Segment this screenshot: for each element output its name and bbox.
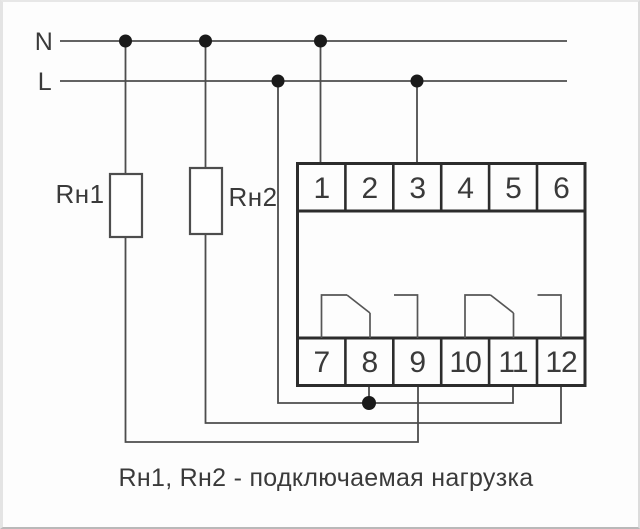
relay1-switch-blade [346,294,371,314]
load1-label: Rн1 [55,179,104,209]
relay1-fixed-contact-7 [320,294,347,338]
terminal-11-label: 11 [498,346,527,379]
junction-dot-n-load2 [199,34,212,48]
terminal-12-label: 12 [545,346,577,379]
relay2-fixed-contact-10 [464,294,491,338]
wire-load1-to-terminal9 [124,237,419,443]
caption-text: Rн1, Rн2 - подключаемая нагрузка [119,464,534,492]
relay2-switch-blade [489,294,515,314]
junction-dot-l-drop [271,74,285,88]
load1-box [108,172,144,239]
terminal-8-label: 8 [361,346,377,379]
terminal-9-label: 9 [409,346,425,379]
relay1-fixed-contact-9 [394,294,419,338]
junction-dot-l-terminal3 [410,74,424,88]
terminal-1-label: 1 [314,172,330,205]
terminal-6-label: 6 [553,172,569,205]
junction-dot-n-load1 [119,34,132,48]
neutral-label: N [35,28,54,56]
live-label: L [38,68,52,96]
load2-box [188,166,224,236]
wire-load2-to-terminal12 [204,234,562,424]
junction-dot-n-terminal1 [314,34,327,48]
load2-label: Rн2 [228,182,277,212]
relay2-fixed-contact-12 [537,294,562,338]
junction-dot-terminal8 [362,396,376,410]
terminal-4-label: 4 [457,172,473,205]
wire-live-to-terminals-8-11 [277,81,514,404]
terminal-10-label: 10 [449,346,481,379]
terminal-3-label: 3 [409,172,425,205]
terminal-2-label: 2 [361,172,377,205]
terminal-7-label: 7 [314,346,330,379]
terminal-5-label: 5 [505,172,521,205]
